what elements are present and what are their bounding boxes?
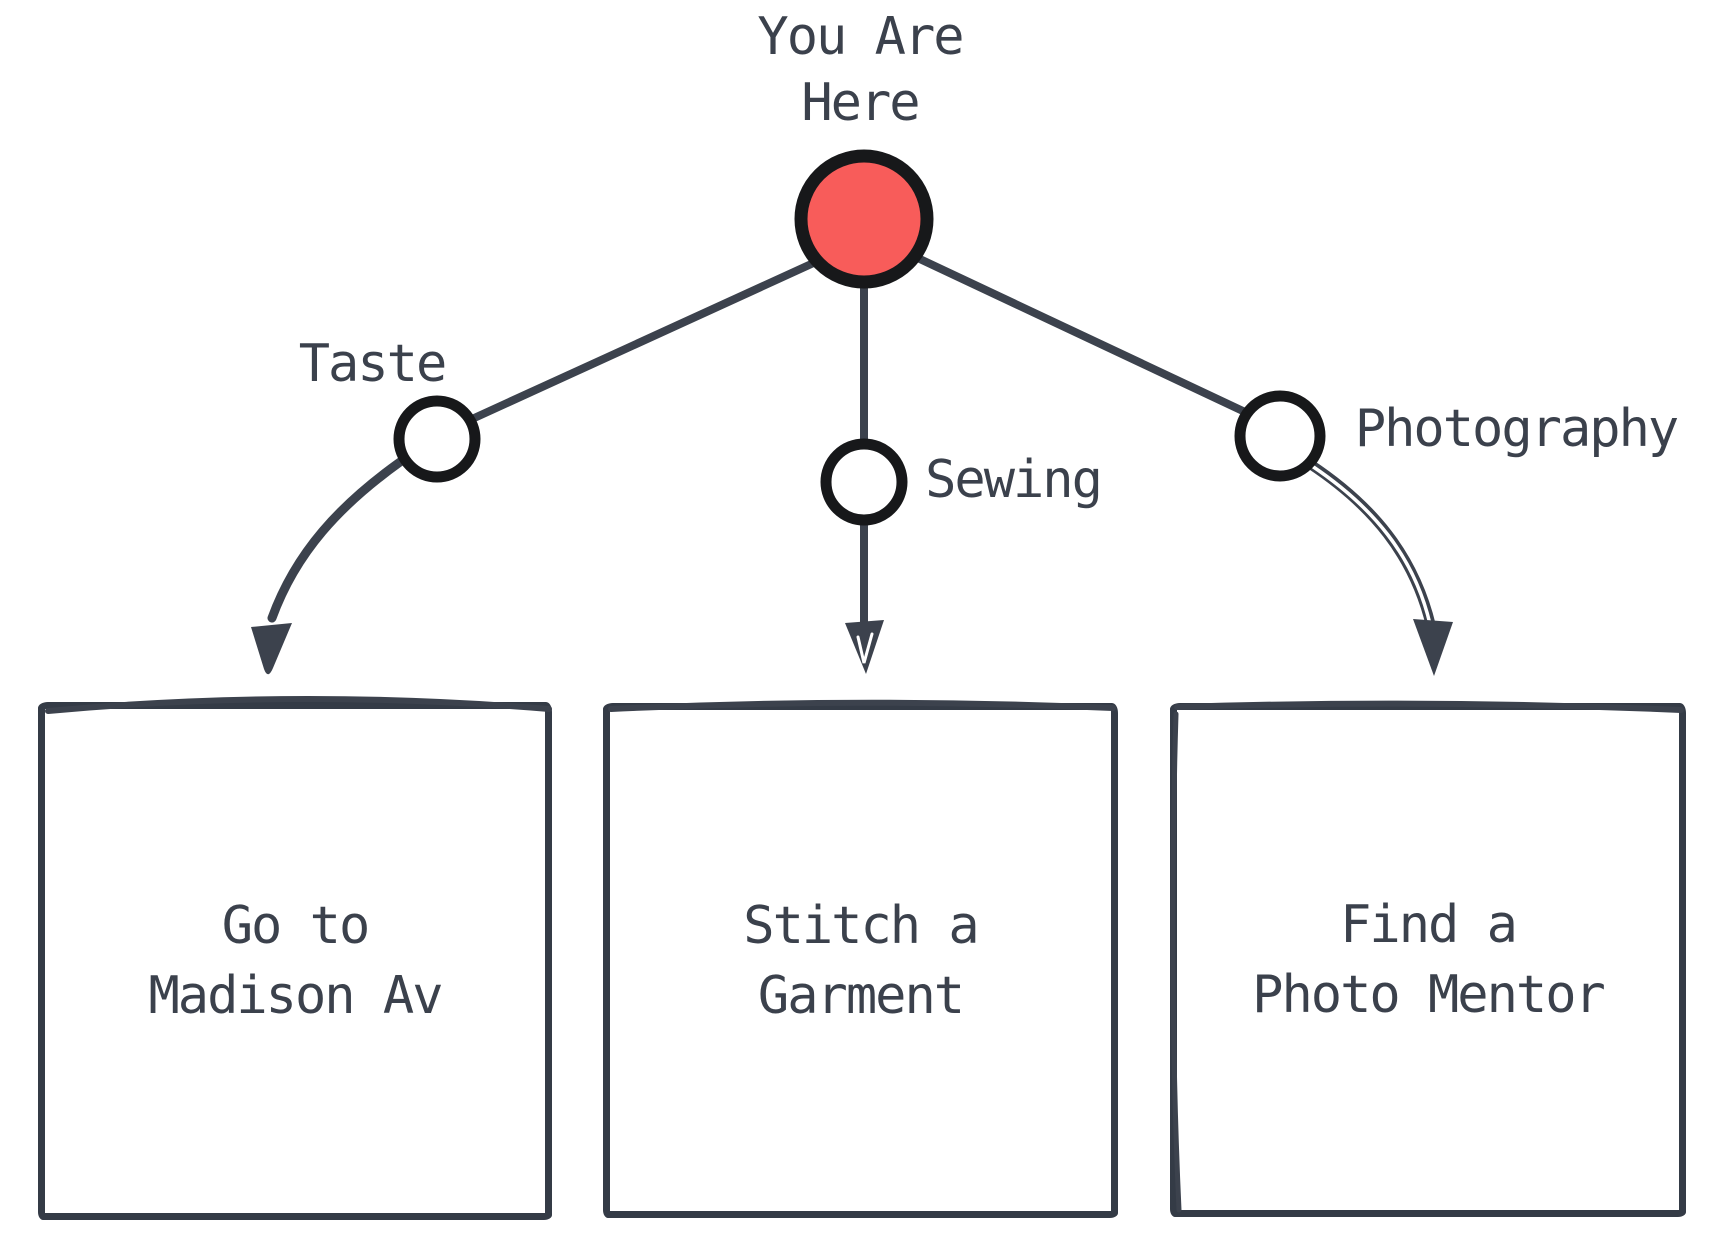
- root-label-line-1: You Are: [757, 7, 964, 67]
- branch-label-photography: Photography: [1354, 399, 1679, 459]
- option-box-photo-mentor: Find a Photo Mentor: [1170, 703, 1686, 1217]
- option-box-label-line-2: Madison Av: [148, 966, 443, 1026]
- branch-line-taste: [446, 256, 822, 434]
- option-box-label: Stitch a Garment: [743, 891, 979, 1031]
- option-box-stitch-garment: Stitch a Garment: [603, 703, 1118, 1218]
- arrowhead-taste: [251, 623, 292, 675]
- option-box-label-line-1: Find a: [1340, 895, 1518, 955]
- option-box-label-line-1: Stitch a: [743, 895, 979, 956]
- option-box-madison-av: Go to Madison Av: [38, 702, 552, 1220]
- root-node-circle: [794, 149, 934, 289]
- option-box-label: Go to Madison Av: [148, 891, 443, 1031]
- branch-curve-photography-highlight: [1310, 464, 1432, 626]
- arrowhead-sewing: [845, 620, 884, 674]
- root-node-label: You Are Here: [660, 4, 1060, 136]
- junction-node-taste: [393, 395, 481, 483]
- junction-node-sewing: [820, 438, 908, 526]
- branch-line-photography: [903, 248, 1247, 416]
- root-label-line-2: Here: [801, 73, 920, 133]
- branch-curve-photography: [1305, 459, 1436, 631]
- option-box-label-line-1: Go to: [221, 896, 371, 956]
- branch-label-sewing: Sewing: [925, 450, 1103, 510]
- option-box-label-line-2: Photo Mentor: [1252, 965, 1606, 1025]
- arrowhead-sewing-notch: [856, 632, 874, 664]
- arrowhead-photography: [1413, 619, 1453, 676]
- branch-curve-taste: [267, 457, 405, 623]
- option-box-label-line-2: Garment: [757, 965, 965, 1026]
- branch-label-taste: Taste: [298, 334, 448, 394]
- option-box-label: Find a Photo Mentor: [1252, 890, 1606, 1030]
- junction-node-photography: [1234, 390, 1326, 482]
